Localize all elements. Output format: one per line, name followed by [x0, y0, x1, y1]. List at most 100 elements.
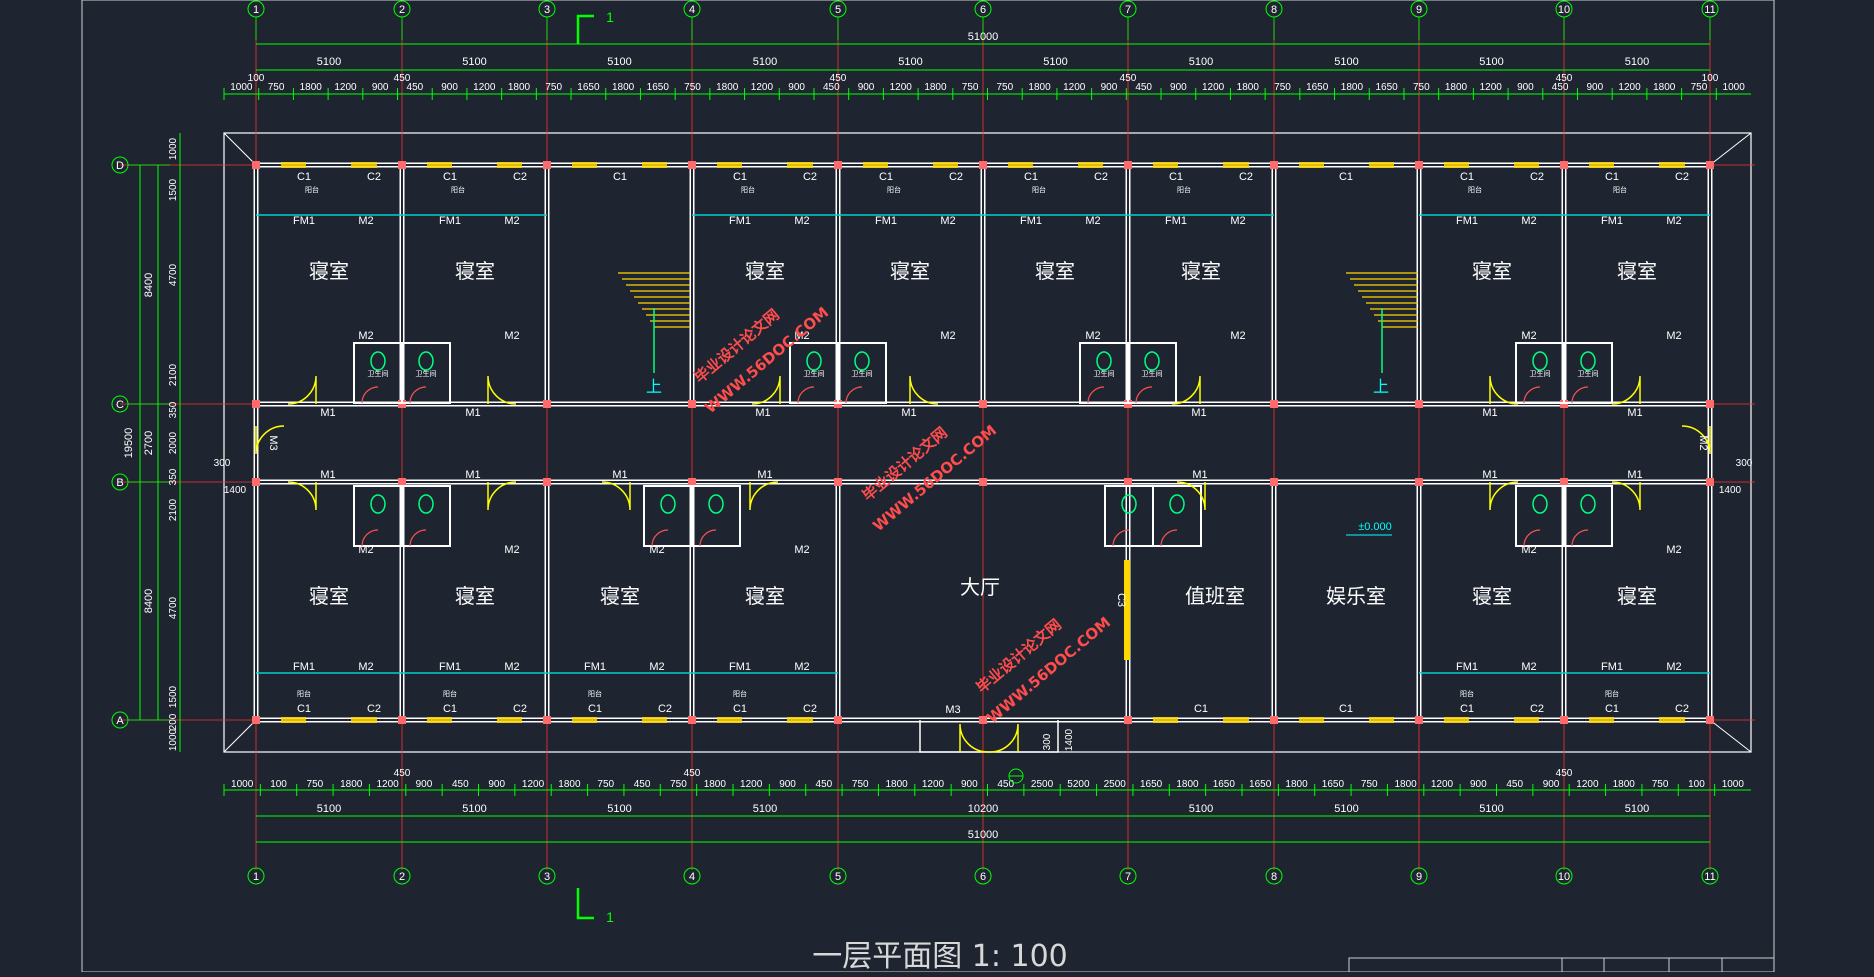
column [834, 478, 842, 486]
dim-bay-top: 5100 [898, 56, 922, 68]
label-fm1: FM1 [1165, 215, 1187, 227]
dim-detail-top: 900 [1101, 82, 1118, 93]
dim-detail-top: 750 [1691, 82, 1708, 93]
dim-detail-bottom: 750 [597, 779, 614, 790]
label-toilet: 卫生间 [1530, 369, 1551, 378]
label-m2: M2 [794, 330, 809, 342]
dim-detail-top: 1650 [1306, 82, 1329, 93]
dim-detail-top: 900 [1170, 82, 1187, 93]
dim-detail-top: 1800 [1341, 82, 1364, 93]
label-m2: M2 [1666, 330, 1681, 342]
dim-detail-bottom: 1650 [1322, 779, 1345, 790]
label-m1: M1 [1482, 469, 1497, 481]
window-c1 [1078, 162, 1103, 168]
label-c2: C2 [1239, 171, 1253, 183]
section-marker-bottom [576, 888, 594, 920]
dim-bay-top: 5100 [317, 56, 341, 68]
dim-bay-bottom: 5100 [1189, 803, 1213, 815]
column [1124, 478, 1132, 486]
column [834, 716, 842, 724]
label-m2: M2 [504, 661, 519, 673]
label-m2: M2 [1521, 661, 1536, 673]
label-c1: C1 [1194, 703, 1208, 715]
dim-detail-top: 1000 [230, 82, 253, 93]
dim-detail-bottom: 1800 [1176, 779, 1199, 790]
dim-offset-top: 450 [1120, 73, 1137, 84]
column [1415, 716, 1423, 724]
glass-partition-c3 [1124, 560, 1130, 660]
toilet-fixture [1096, 351, 1112, 371]
dim-bay-top: 5100 [607, 56, 631, 68]
axis-bubble-bottom-label: 5 [835, 871, 841, 883]
column [252, 478, 260, 486]
axis-bubble-bottom [1410, 867, 1428, 885]
column [252, 716, 260, 724]
dim-detail-bottom: 1800 [1613, 779, 1636, 790]
window-c1 [1369, 717, 1394, 723]
column [1124, 161, 1132, 169]
section-marker-top [576, 14, 594, 44]
label-balcony: 阳台 [443, 689, 457, 698]
toilet-fixture [1532, 351, 1548, 371]
axis-bubble-top-label: 9 [1416, 4, 1422, 16]
window-c1 [497, 717, 522, 723]
shower-arc [699, 529, 717, 547]
dim-detail-bottom: 1200 [376, 779, 399, 790]
dim-detail-bottom: 100 [270, 779, 287, 790]
label-c1: C1 [733, 703, 747, 715]
dim-detail-bottom: 750 [1652, 779, 1669, 790]
shower-arc [845, 386, 863, 404]
dim-left-detail: 350 [168, 468, 179, 485]
toilet-fixture [1169, 494, 1185, 514]
dim-detail-bottom: 100 [1688, 779, 1705, 790]
dim-detail-bottom: 1650 [1249, 779, 1272, 790]
door-m3 [255, 425, 285, 455]
label-c2: C2 [803, 703, 817, 715]
dim-detail-top: 900 [1517, 82, 1534, 93]
label-m2: M2 [1521, 330, 1536, 342]
door-m1 [749, 481, 779, 511]
dim-offset-bottom: 450 [684, 768, 701, 779]
label-c2: C2 [949, 171, 963, 183]
dim-left-detail: 200 [168, 713, 179, 730]
column [1270, 161, 1278, 169]
room-label-bottom: 寝室 [745, 584, 785, 608]
dim-bay-top: 5100 [1043, 56, 1067, 68]
toilet-fixture [370, 351, 386, 371]
window-c1 [1444, 162, 1469, 168]
dim-detail-bottom: 1200 [522, 779, 545, 790]
axis-bubble-top-label: 10 [1558, 4, 1570, 16]
toilet-fixture [806, 351, 822, 371]
label-c1: C1 [1605, 171, 1619, 183]
bathroom-top [1079, 342, 1177, 404]
label-m2: M2 [940, 215, 955, 227]
column [1415, 161, 1423, 169]
dim-detail-bottom: 750 [670, 779, 687, 790]
shower-arc [1523, 386, 1541, 404]
label-m2: M2 [1230, 330, 1245, 342]
door-m1 [601, 481, 631, 511]
label-m2: M2 [1666, 215, 1681, 227]
window-c1 [1008, 162, 1033, 168]
dim-detail-bottom: 1800 [340, 779, 363, 790]
axis-bubble-bottom [1265, 867, 1283, 885]
column [1560, 478, 1568, 486]
label-balcony: 阳台 [588, 689, 602, 698]
dim-detail-top: 450 [1135, 82, 1152, 93]
shower-arc [1087, 386, 1105, 404]
column [688, 161, 696, 169]
bathroom-top [789, 342, 887, 404]
dim-bay-bottom: 5100 [607, 803, 631, 815]
label-balcony: 阳台 [733, 689, 747, 698]
window-c1 [281, 162, 306, 168]
window-c1 [1659, 717, 1685, 723]
label-m2: M2 [1521, 215, 1536, 227]
dim-bay-bottom: 5100 [317, 803, 341, 815]
corner-line [1709, 719, 1752, 753]
dim-detail-bottom: 1000 [231, 779, 254, 790]
elevation-mark: ±0.000 [1358, 521, 1392, 533]
dim-left-detail: 2100 [168, 498, 179, 521]
column [1415, 478, 1423, 486]
dim-side: 300 [1042, 733, 1053, 750]
label-m2: M2 [1666, 544, 1681, 556]
